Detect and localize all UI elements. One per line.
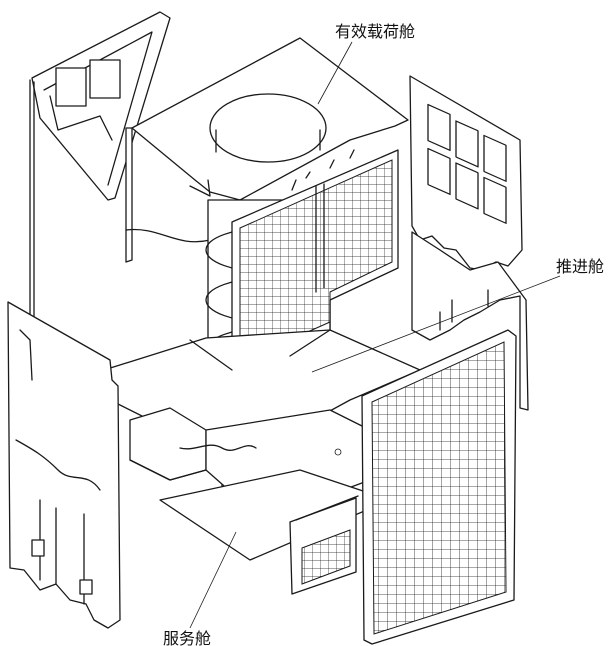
leader-lines (189, 41, 561, 629)
top-deck-opening (209, 93, 327, 163)
label-propulsion-module: 推进舱 (556, 257, 604, 276)
leader-payload (317, 41, 353, 105)
service-module-body (129, 407, 391, 561)
upper-right-panel (409, 75, 523, 271)
left-triangular-panel (29, 11, 171, 331)
lower-small-grid-panel (289, 495, 359, 595)
front-right-grid-panel (361, 329, 517, 645)
leader-propulsion (311, 275, 561, 373)
label-payload-module: 有效载荷舱 (335, 22, 415, 41)
leader-service (189, 531, 237, 629)
left-lower-panel (7, 301, 121, 629)
payload-module-top-deck (131, 37, 409, 201)
label-service-module: 服务舱 (163, 629, 211, 646)
right-side-wall (411, 231, 529, 411)
